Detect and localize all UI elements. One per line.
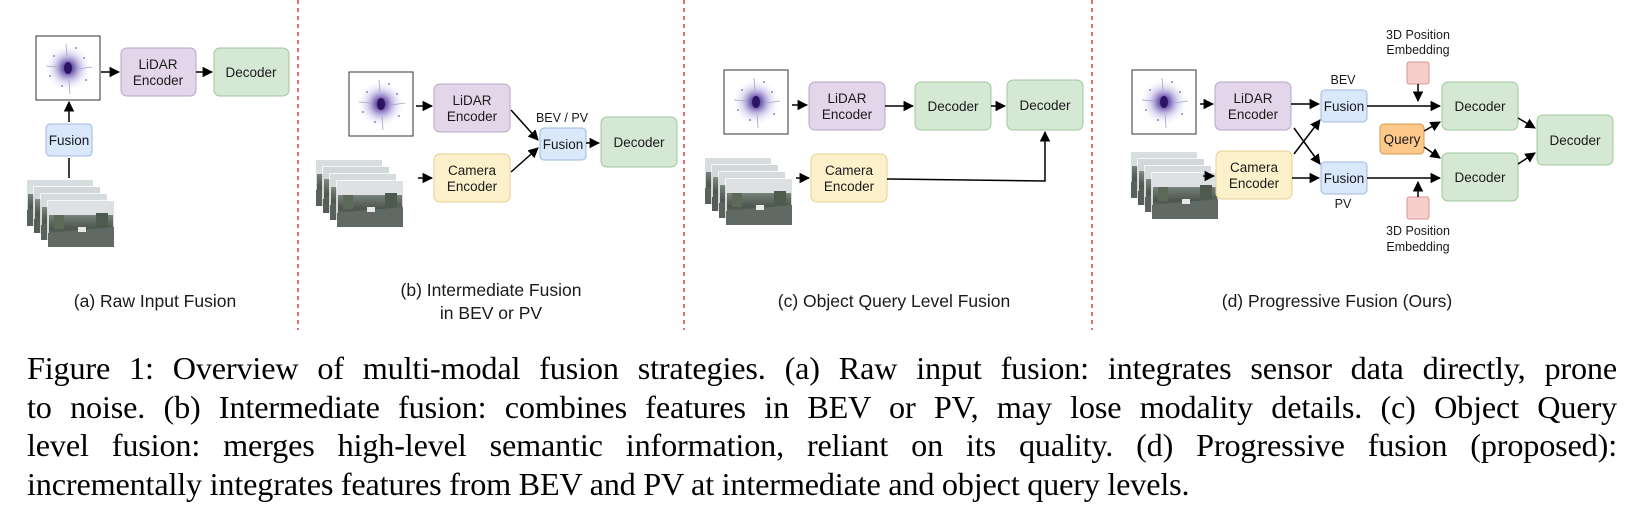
pos-embed-bottom-box — [1406, 196, 1430, 220]
camera-encoder-label-line1: Camera — [825, 163, 874, 178]
decoder-final-label: Decoder — [1549, 133, 1601, 148]
bev-pv-label: BEV / PV — [536, 111, 589, 125]
camera-encoder-box — [810, 153, 888, 203]
camera-images-icon — [704, 157, 793, 226]
lidar-pointcloud-icon — [1131, 69, 1197, 135]
arrow-camera-enc-to-decoder2 — [886, 130, 1051, 182]
fusion-label: Fusion — [543, 137, 584, 152]
decoder-top-label: Decoder — [1454, 99, 1506, 114]
lidar-encoder-label-line1: LiDAR — [1233, 91, 1272, 106]
lidar-encoder-label-line2: Encoder — [133, 73, 184, 88]
panel-c-caption: (c) Object Query Level Fusion — [778, 291, 1010, 311]
caption-line-4: incrementally integrates features from B… — [27, 465, 1190, 502]
query-label: Query — [1384, 132, 1421, 147]
fusion-strategies-figure: Fusion LiDAR Encoder Decoder (a) Raw Inp… — [26, 0, 1614, 330]
fusion-label: Fusion — [49, 133, 90, 148]
caption-line-3: level fusion: merges high-level semantic… — [27, 427, 1617, 463]
camera-encoder-label-line1: Camera — [448, 163, 497, 178]
caption-line-2: to noise. (b) Intermediate fusion: combi… — [27, 388, 1617, 425]
camera-images-icon — [315, 159, 404, 228]
bev-label: BEV — [1330, 73, 1356, 87]
lidar-encoder-box — [808, 81, 886, 131]
panel-b: LiDAR Encoder Camera Encoder BEV / PV Fu… — [315, 71, 678, 323]
pos-embed-top-label-line1: 3D Position — [1386, 28, 1450, 42]
arrow-query-to-decoder-top — [1423, 121, 1441, 132]
lidar-pointcloud-icon — [35, 35, 101, 101]
arrow-query-to-decoder-bottom — [1423, 146, 1441, 159]
panel-d-caption: (d) Progressive Fusion (Ours) — [1222, 291, 1452, 311]
lidar-pointcloud-icon — [348, 71, 414, 137]
figure-caption: Figure 1: Overview of multi-modal fusion… — [27, 349, 1617, 503]
pv-label: PV — [1335, 197, 1352, 211]
decoder-1-label: Decoder — [927, 99, 979, 114]
lidar-encoder-label-line1: LiDAR — [827, 91, 866, 106]
panel-c: LiDAR Encoder Camera Encoder Decoder Dec… — [704, 69, 1084, 311]
arrow-camera-enc-to-fusion-top — [1293, 119, 1321, 155]
camera-images-icon — [1130, 151, 1219, 220]
lidar-encoder-box — [1214, 81, 1292, 131]
lidar-encoder-box — [433, 83, 511, 133]
arrow-lidar-enc-to-fusion — [510, 109, 539, 141]
lidar-encoder-box — [120, 47, 197, 97]
panel-b-caption-line1: (b) Intermediate Fusion — [401, 280, 582, 300]
fusion-bottom-label: Fusion — [1324, 171, 1365, 186]
decoder-2-label: Decoder — [1019, 98, 1071, 113]
fusion-top-label: Fusion — [1324, 99, 1365, 114]
camera-images-icon — [26, 179, 115, 248]
decoder-bottom-box — [1441, 152, 1519, 202]
panel-a: Fusion LiDAR Encoder Decoder (a) Raw Inp… — [26, 35, 290, 311]
camera-encoder-box — [1215, 150, 1293, 200]
decoder-box-2 — [1006, 79, 1084, 131]
fusion-box — [539, 127, 587, 161]
arrow-decoder-bottom-to-final — [1517, 152, 1536, 165]
camera-encoder-label-line2: Encoder — [1229, 176, 1280, 191]
caption-line-1: Figure 1: Overview of multi-modal fusion… — [27, 350, 1617, 386]
lidar-pointcloud-icon — [723, 69, 789, 135]
pos-embed-bottom-label-line1: 3D Position — [1386, 224, 1450, 238]
panel-b-caption-line2: in BEV or PV — [440, 303, 542, 323]
camera-encoder-box — [433, 153, 511, 203]
decoder-final-box — [1536, 114, 1614, 166]
decoder-label: Decoder — [225, 65, 277, 80]
lidar-encoder-label-line2: Encoder — [822, 107, 873, 122]
camera-encoder-label-line2: Encoder — [824, 179, 875, 194]
panel-d: LiDAR Encoder Camera Encoder BEV Fusion … — [1130, 28, 1614, 311]
arrow-lidar-enc-to-fusion-bottom — [1293, 127, 1321, 165]
decoder-box — [213, 47, 290, 97]
arrow-camera-enc-to-fusion — [510, 147, 539, 173]
lidar-encoder-label-line1: LiDAR — [138, 57, 177, 72]
decoder-top-box — [1441, 81, 1519, 131]
pos-embed-top-box — [1406, 61, 1430, 85]
query-box — [1379, 123, 1425, 155]
panel-a-caption: (a) Raw Input Fusion — [74, 291, 236, 311]
arrow-decoder-top-to-final — [1517, 117, 1536, 129]
lidar-encoder-label-line2: Encoder — [447, 109, 498, 124]
lidar-encoder-label-line2: Encoder — [1228, 107, 1279, 122]
decoder-box — [600, 116, 678, 168]
pos-embed-bottom-label-line2: Embedding — [1386, 240, 1449, 254]
decoder-label: Decoder — [613, 135, 665, 150]
lidar-encoder-label-line1: LiDAR — [452, 93, 491, 108]
camera-encoder-label-line1: Camera — [1230, 160, 1279, 175]
fusion-box — [45, 123, 93, 157]
pos-embed-top-label-line2: Embedding — [1386, 43, 1449, 57]
camera-encoder-label-line2: Encoder — [447, 179, 498, 194]
decoder-bottom-label: Decoder — [1454, 170, 1506, 185]
